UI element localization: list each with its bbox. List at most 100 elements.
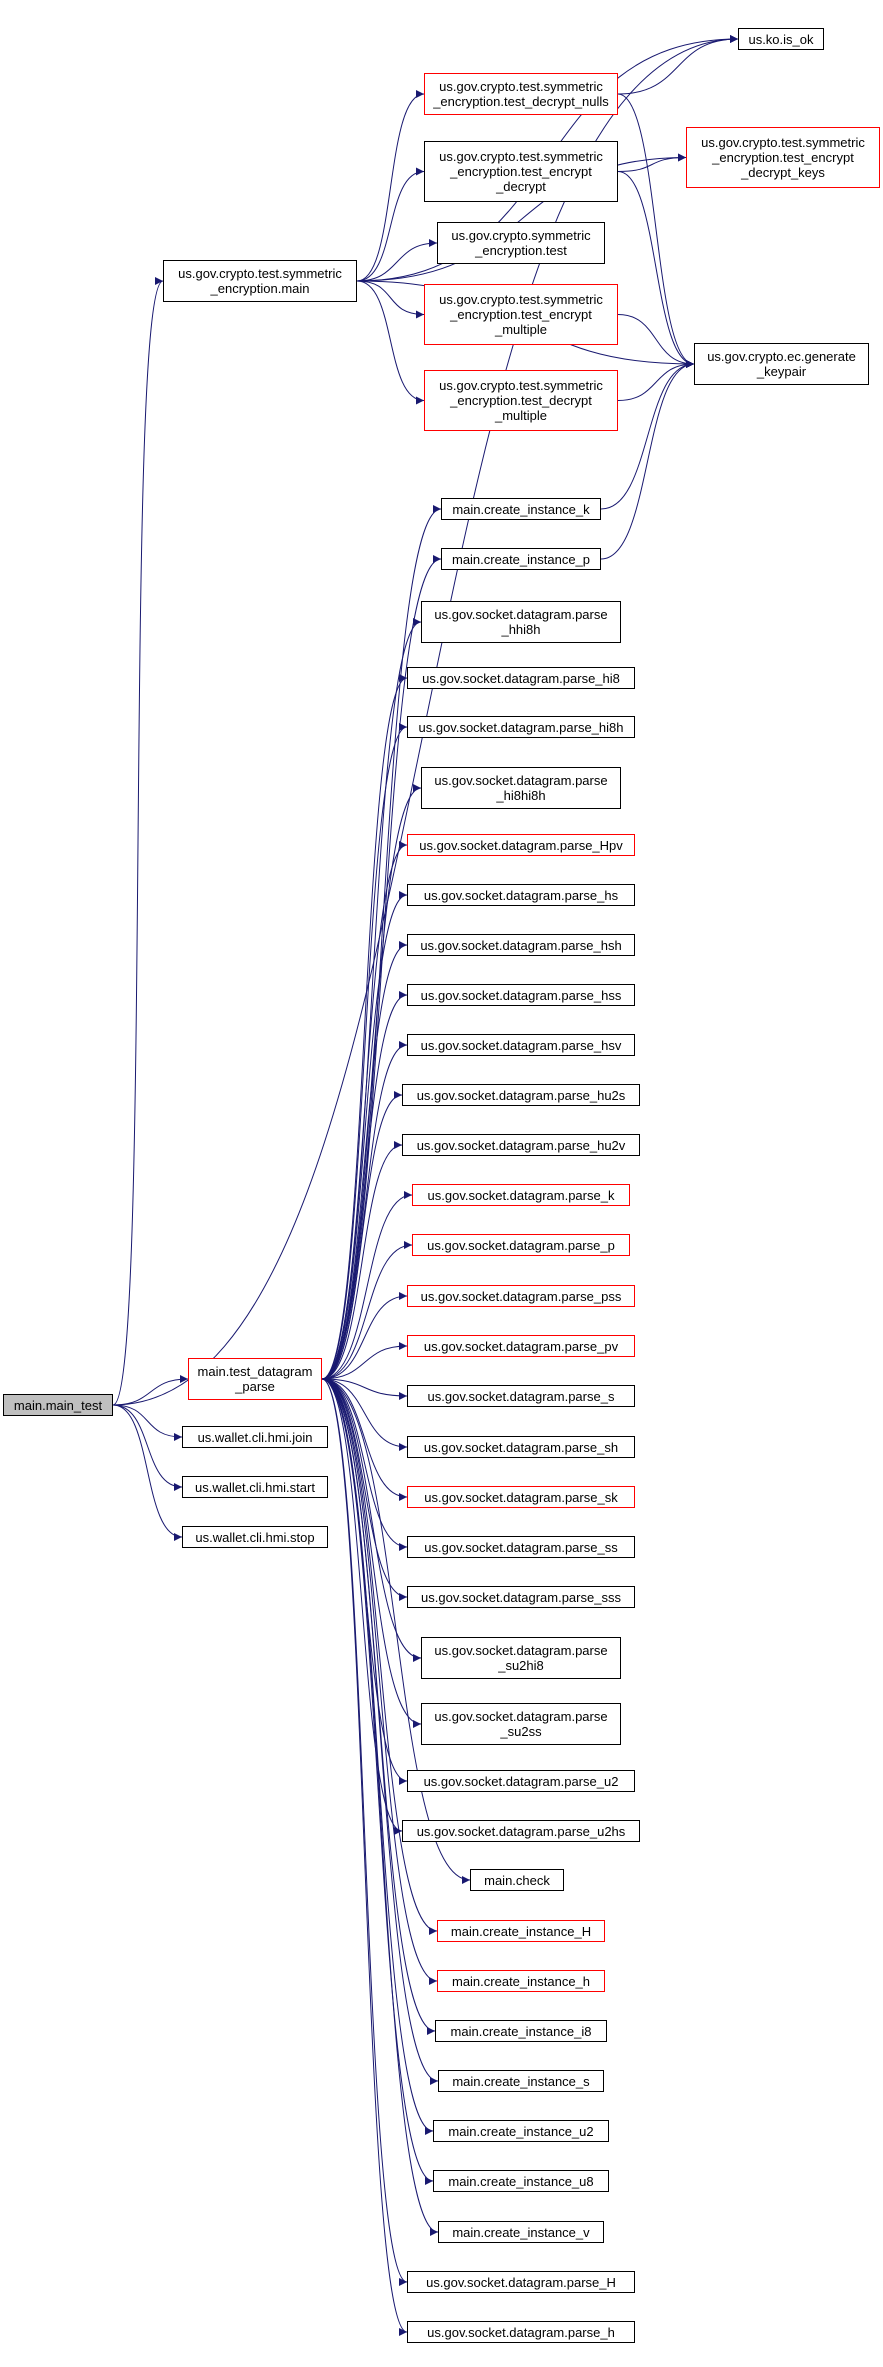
node-create-instance-u2[interactable]: main.create_instance_u2 [433,2120,609,2142]
node-decrypt-nulls[interactable]: us.gov.crypto.test.symmetric_encryption.… [424,73,618,115]
node-parse-hsv[interactable]: us.gov.socket.datagram.parse_hsv [407,1034,635,1056]
node-label-line: us.gov.crypto.test.symmetric [439,79,603,94]
node-parse-k[interactable]: us.gov.socket.datagram.parse_k [412,1184,630,1206]
node-label-line: us.gov.socket.datagram.parse [434,607,608,622]
node-parse-hhi8h[interactable]: us.gov.socket.datagram.parse_hhi8h [421,601,621,643]
node-parse-pv[interactable]: us.gov.socket.datagram.parse_pv [407,1335,635,1357]
call-edge-test_datagram_parse-to-parse_pv [321,1342,408,1380]
node-create-instance-i8[interactable]: main.create_instance_i8 [435,2020,607,2042]
node-sym-main[interactable]: us.gov.crypto.test.symmetric_encryption.… [163,260,357,302]
call-edge-sym_main-to-decrypt_multiple [356,280,425,405]
node-label-line: us.gov.socket.datagram.parse_k [427,1187,615,1203]
call-edge-encrypt_decrypt-to-encrypt_decrypt_keys [617,153,687,172]
node-parse-hu2s[interactable]: us.gov.socket.datagram.parse_hu2s [402,1084,640,1106]
call-edge-main_test-to-hmi_start [112,1404,183,1491]
node-create-instance-u8[interactable]: main.create_instance_u8 [433,2170,609,2192]
node-label-line: us.gov.socket.datagram.parse_sh [423,1439,619,1455]
node-parse-sh[interactable]: us.gov.socket.datagram.parse_sh [407,1436,635,1458]
node-parse-sk[interactable]: us.gov.socket.datagram.parse_sk [407,1486,635,1508]
node-create-instance-k[interactable]: main.create_instance_k [441,498,601,520]
call-edge-main_test-to-hmi_stop [112,1404,183,1541]
node-label-line: main.create_instance_H [450,1923,592,1939]
node-parse-hi8hi8h[interactable]: us.gov.socket.datagram.parse_hi8hi8h [421,767,621,809]
node-ko-is-ok[interactable]: us.ko.is_ok [738,28,824,50]
node-parse-hi8h[interactable]: us.gov.socket.datagram.parse_hi8h [407,716,635,738]
call-edge-test_datagram_parse-to-parse_hu2s [321,1091,403,1380]
node-parse-pss[interactable]: us.gov.socket.datagram.parse_pss [407,1285,635,1307]
node-test-datagram-parse[interactable]: main.test_datagram_parse [188,1358,322,1400]
node-create-instance-p[interactable]: main.create_instance_p [441,548,601,570]
node-main-test[interactable]: main.main_test [3,1394,113,1416]
node-hmi-stop[interactable]: us.wallet.cli.hmi.stop [182,1526,328,1548]
node-label-line: main.create_instance_i8 [450,2023,592,2039]
node-label-line: _encryption.main [210,281,310,296]
node-label-line: main.create_instance_s [452,2073,590,2089]
call-edge-decrypt_nulls-to-ko_is_ok [617,35,739,95]
node-parse-su2hi8[interactable]: us.gov.socket.datagram.parse_su2hi8 [421,1637,621,1679]
node-label-line: main.test_datagram [197,1364,313,1379]
node-label-line: us.gov.crypto.test.symmetric [701,135,865,150]
node-label-line: us.gov.crypto.test.symmetric [439,292,603,307]
node-label-line: _encryption.test_encrypt [450,307,592,322]
node-label-line: _hi8hi8h [496,788,546,803]
node-label-line: us.gov.socket.datagram.parse [434,1643,608,1658]
call-edge-test_datagram_parse-to-parse_hi8h [321,723,408,1380]
node-create-instance-H[interactable]: main.create_instance_H [437,1920,605,1942]
call-edge-decrypt_multiple-to-generate_keypair [617,360,695,401]
node-parse-sss[interactable]: us.gov.socket.datagram.parse_sss [407,1586,635,1608]
node-parse-hsh[interactable]: us.gov.socket.datagram.parse_hsh [407,934,635,956]
node-parse-p[interactable]: us.gov.socket.datagram.parse_p [412,1234,630,1256]
node-label-line: us.gov.socket.datagram.parse_Hpv [419,837,623,853]
node-label-line: us.gov.socket.datagram.parse_hi8h [418,719,624,735]
node-main-check[interactable]: main.check [470,1869,564,1891]
node-label-line: us.wallet.cli.hmi.join [197,1429,313,1445]
node-parse-su2ss[interactable]: us.gov.socket.datagram.parse_su2ss [421,1703,621,1745]
node-hmi-start[interactable]: us.wallet.cli.hmi.start [182,1476,328,1498]
node-parse-hi8[interactable]: us.gov.socket.datagram.parse_hi8 [407,667,635,689]
node-parse-ss[interactable]: us.gov.socket.datagram.parse_ss [407,1536,635,1558]
node-create-instance-s[interactable]: main.create_instance_s [438,2070,604,2092]
node-parse-hs[interactable]: us.gov.socket.datagram.parse_hs [407,884,635,906]
call-edge-sym_main-to-encrypt_decrypt_keys [356,153,687,282]
node-hmi-join[interactable]: us.wallet.cli.hmi.join [182,1426,328,1448]
node-label-line: main.create_instance_u2 [448,2123,594,2139]
call-edge-decrypt_nulls-to-generate_keypair [617,93,695,368]
node-label-line: us.gov.socket.datagram.parse [434,1709,608,1724]
node-label-line: us.wallet.cli.hmi.start [195,1479,315,1495]
node-encrypt-decrypt-keys[interactable]: us.gov.crypto.test.symmetric_encryption.… [686,127,880,188]
node-label-line: us.gov.crypto.test.symmetric [439,378,603,393]
node-label-line: us.gov.socket.datagram.parse_pss [420,1288,622,1304]
node-parse-hss[interactable]: us.gov.socket.datagram.parse_hss [407,984,635,1006]
node-label-line: us.gov.socket.datagram.parse_hsv [420,1037,622,1053]
node-label-line: us.gov.socket.datagram.parse_H [426,2274,616,2290]
node-label-line: us.gov.socket.datagram.parse_pv [423,1338,619,1354]
node-create-instance-h[interactable]: main.create_instance_h [437,1970,605,1992]
node-parse-Hpv[interactable]: us.gov.socket.datagram.parse_Hpv [407,834,635,856]
node-label-line: us.gov.socket.datagram.parse_hs [423,887,619,903]
node-parse-s[interactable]: us.gov.socket.datagram.parse_s [407,1385,635,1407]
call-edge-test_datagram_parse-to-create_instance_H [321,1378,438,1935]
node-label-line: _keypair [756,364,807,379]
call-edge-test_datagram_parse-to-parse_hss [321,991,408,1380]
node-encrypt-multiple[interactable]: us.gov.crypto.test.symmetric_encryption.… [424,284,618,345]
node-sym-test[interactable]: us.gov.crypto.symmetric_encryption.test [437,222,605,264]
node-label-line: _multiple [494,322,548,337]
node-encrypt-decrypt[interactable]: us.gov.crypto.test.symmetric_encryption.… [424,141,618,202]
call-edge-test_datagram_parse-to-parse_ss [321,1378,408,1551]
node-label-line: main.check [484,1872,550,1888]
node-decrypt-multiple[interactable]: us.gov.crypto.test.symmetric_encryption.… [424,370,618,431]
node-label-line: _hhi8h [501,622,541,637]
call-edge-test_datagram_parse-to-parse_hsv [321,1041,408,1380]
node-create-instance-v[interactable]: main.create_instance_v [438,2221,604,2243]
node-parse-u2[interactable]: us.gov.socket.datagram.parse_u2 [407,1770,635,1792]
node-parse-u2hs[interactable]: us.gov.socket.datagram.parse_u2hs [402,1820,640,1842]
call-edge-main_test-to-test_datagram_parse [112,1375,189,1406]
node-parse-hu2v[interactable]: us.gov.socket.datagram.parse_hu2v [402,1134,640,1156]
node-label-line: us.gov.crypto.ec.generate [707,349,856,364]
node-parse-H[interactable]: us.gov.socket.datagram.parse_H [407,2271,635,2293]
call-edge-test_datagram_parse-to-parse_k [321,1191,413,1380]
call-edge-test_datagram_parse-to-parse_sk [321,1378,408,1501]
node-generate-keypair[interactable]: us.gov.crypto.ec.generate_keypair [694,343,869,385]
node-label-line: main.create_instance_h [451,1973,591,1989]
node-parse-h[interactable]: us.gov.socket.datagram.parse_h [407,2321,635,2343]
